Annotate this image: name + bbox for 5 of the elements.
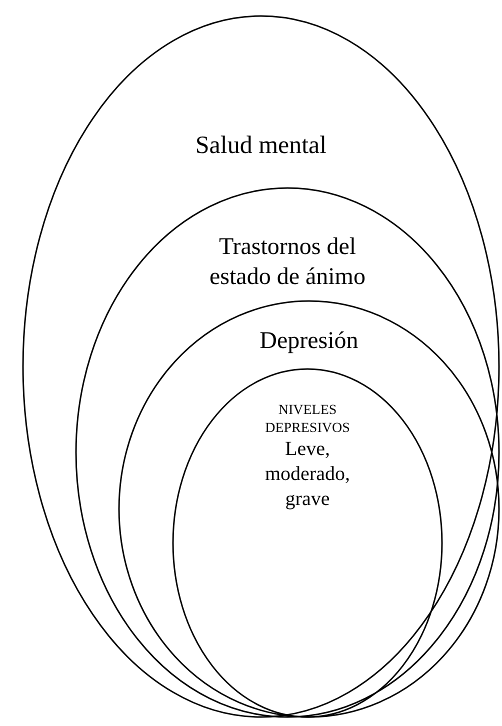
- set-description: Leve, moderado, grave: [264, 437, 351, 512]
- set-heading: Depresión: [258, 327, 360, 356]
- set-heading: NIVELES DEPRESIVOS: [264, 402, 351, 437]
- set-heading: Trastornos del estado de ánimo: [208, 233, 366, 292]
- set-heading: Salud mental: [194, 131, 328, 161]
